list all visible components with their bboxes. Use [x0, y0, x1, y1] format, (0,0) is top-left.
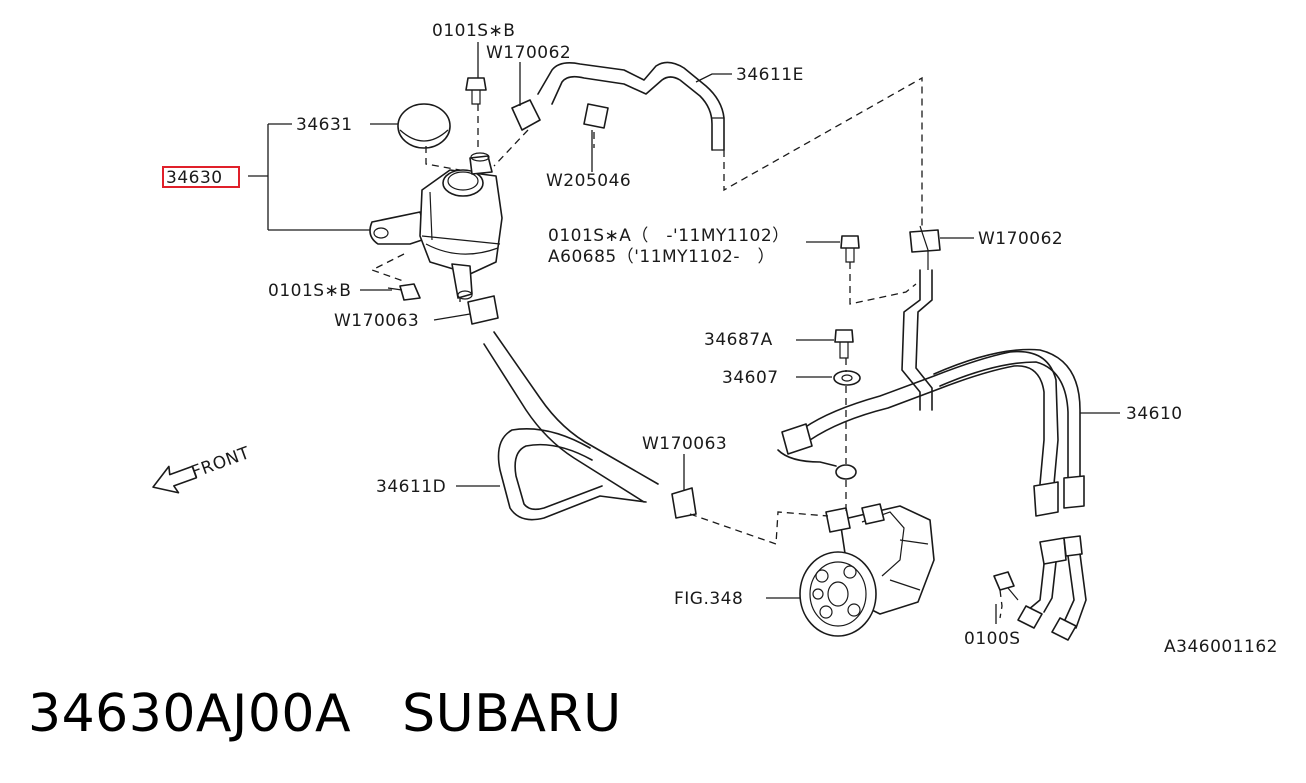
washer-drawing [833, 370, 861, 386]
bolt-drawings [387, 77, 1019, 601]
part-caption: 34630AJ00A SUBARU [28, 684, 622, 744]
label-0101s-a[interactable]: 0101S∗A（ -'11MY1102） [548, 226, 790, 246]
label-34630[interactable]: 34630 [166, 168, 223, 188]
label-w170063-left[interactable]: W170063 [334, 311, 419, 331]
highlight-box [162, 166, 240, 188]
label-fig348[interactable]: FIG.348 [674, 589, 743, 609]
dashed-connection-lines [370, 76, 1003, 619]
label-front: FRONT [189, 443, 253, 483]
reservoir-tank-drawing [369, 152, 503, 300]
caption-brand: SUBARU [402, 684, 622, 744]
clip-drawings [467, 99, 941, 519]
label-34610[interactable]: 34610 [1126, 404, 1183, 424]
hose-34610-drawing [777, 225, 1087, 641]
reservoir-cap-drawing [397, 103, 451, 149]
label-34607[interactable]: 34607 [722, 368, 779, 388]
caption-part-number: 34630AJ00A [28, 684, 352, 744]
label-34687a[interactable]: 34687A [704, 330, 773, 350]
label-0101s-b-left[interactable]: 0101S∗B [268, 281, 351, 301]
power-steering-pump-drawing [799, 503, 935, 637]
front-direction-arrow [152, 465, 198, 494]
hose-34611d-drawing [483, 331, 659, 521]
label-w170062-right[interactable]: W170062 [978, 229, 1063, 249]
label-diagram-id: A346001162 [1164, 637, 1278, 657]
label-w170062-top[interactable]: W170062 [486, 43, 571, 63]
label-w205046[interactable]: W205046 [546, 171, 631, 191]
label-0101s-b-top[interactable]: 0101S∗B [432, 21, 515, 41]
hose-34611e-drawing [537, 61, 725, 151]
leader-lines [248, 42, 1120, 624]
label-34611d[interactable]: 34611D [376, 477, 446, 497]
label-a60685[interactable]: A60685（'11MY1102- ） [548, 247, 775, 267]
label-34631[interactable]: 34631 [296, 115, 353, 135]
label-w170063-mid[interactable]: W170063 [642, 434, 727, 454]
label-34611e[interactable]: 34611E [736, 65, 804, 85]
label-0100s[interactable]: 0100S [964, 629, 1021, 649]
